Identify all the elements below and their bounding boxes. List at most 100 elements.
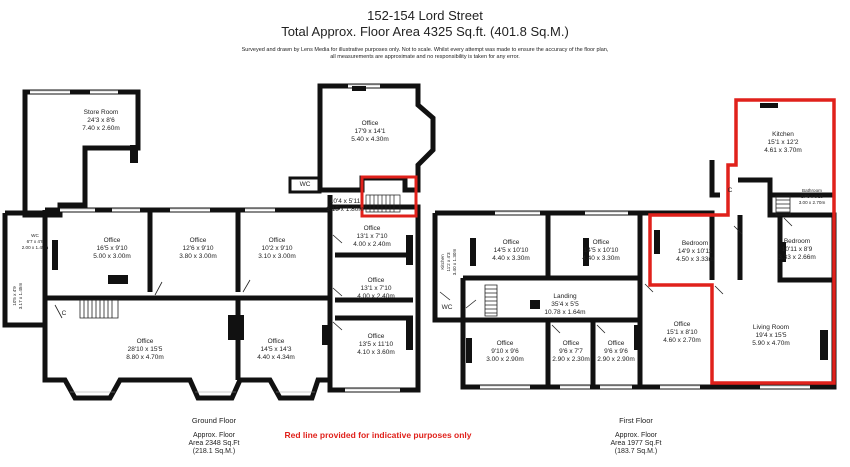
office-rear-metric: 5.40 x 4.30m [351, 136, 389, 143]
office-d-name: Office [364, 225, 381, 232]
red-outline-stairs [365, 194, 401, 213]
office-small-imperial: 10'4 x 5'11 [330, 198, 361, 205]
kitchen-side-imperial: 11'2 x 4'3 [446, 252, 451, 271]
wc-side-imperial: 6'7 x 4'9 [27, 239, 44, 244]
wc-side-metric: 2.00 x 1.45m [22, 245, 49, 250]
ground-cupboard-label: C [62, 310, 67, 317]
office-3-imperial: 15'1 x 8'10 [666, 329, 697, 336]
bedroom-2-name: Bedroom [784, 238, 810, 245]
kitchen-top-imperial: 15'1 x 12'2 [767, 139, 798, 146]
wc-side-name: WC [31, 233, 39, 238]
office-rear-imperial: 17'9 x 14'1 [354, 128, 385, 135]
office-1-metric: 4.40 x 3.30m [492, 255, 530, 262]
ground-floor-area-sqft: Area 2348 Sq.Ft [188, 440, 240, 447]
bathroom-imperial: 17'6 x 8'10 [801, 194, 823, 199]
office-c-imperial: 10'2 x 9'10 [261, 245, 292, 252]
landing-name: Landing [553, 293, 577, 300]
bathroom-metric: 3.00 x 2.70m [799, 200, 826, 205]
total-floor-area: Total Approx. Floor Area 4325 Sq.ft. (40… [281, 24, 569, 39]
bedroom-2-imperial: 10'11 x 8'9 [782, 246, 813, 253]
office-g-metric: 4.40 x 4.34m [257, 354, 295, 361]
store-room-imperial: 24'3 x 8'6 [87, 117, 115, 124]
bedroom-2-metric: 3.33 x 2.66m [778, 254, 816, 261]
landing-metric: 10.78 x 1.64m [544, 309, 585, 316]
office-g-name: Office [268, 338, 285, 345]
office-2-metric: 4.40 x 3.30m [582, 255, 620, 262]
office-2-name: Office [593, 239, 610, 246]
living-room-imperial: 19'4 x 15'5 [755, 332, 786, 339]
office-d-metric: 4.00 x 2.40m [353, 241, 391, 248]
first-floor-red-outline [648, 98, 836, 385]
first-wc-label: WC [442, 304, 453, 311]
bedroom-1-name: Bedroom [682, 240, 708, 247]
office-main-imperial: 28'10 x 15'5 [128, 346, 163, 353]
first-floor-area-title: Approx. Floor [614, 432, 658, 439]
office-f-metric: 4.10 x 3.60m [357, 349, 395, 356]
office-g-imperial: 14'5 x 14'3 [260, 346, 291, 353]
office-c-name: Office [269, 237, 286, 244]
office-5-name: Office [563, 340, 580, 347]
disclaimer-line-1: Surveyed and drawn by Lens Media for ill… [241, 47, 609, 53]
office-e-name: Office [368, 277, 385, 284]
office-3-metric: 4.60 x 2.70m [663, 337, 701, 344]
office-b-imperial: 12'6 x 9'10 [182, 245, 213, 252]
office-6-metric: 2.90 x 2.90m [597, 356, 635, 363]
office-4-name: Office [497, 340, 514, 347]
office-b-metric: 3.80 x 3.00m [179, 253, 217, 260]
disclaimer-line-2: all measurements are approximate and no … [330, 54, 520, 60]
ground-floor-area-sqm: (218.1 Sq.M.) [192, 448, 236, 455]
first-floor-details [439, 195, 836, 389]
first-floor-room-labels: Kitchen 15'1 x 12'2 4.61 x 3.70m C Bathr… [440, 131, 825, 363]
plan-title: 152-154 Lord Street [367, 8, 483, 23]
ground-floor-red-outline [360, 175, 418, 218]
ground-floor-label: Ground Floor [191, 416, 237, 425]
office-6-imperial: 9'6 x 9'6 [604, 348, 628, 355]
office-5-metric: 2.90 x 2.30m [552, 356, 590, 363]
office-small-metric: 3.15 x 1.80m [326, 206, 364, 213]
first-floor-chimneys [466, 103, 828, 363]
landing-imperial: 35'4 x 5'5 [551, 301, 579, 308]
office-5-imperial: 9'6 x 7'7 [559, 348, 583, 355]
office-4-imperial: 9'10 x 9'6 [491, 348, 519, 355]
office-e-imperial: 13'1 x 7'10 [360, 285, 391, 292]
office-main-metric: 8.80 x 4.70m [126, 354, 164, 361]
kitchen-top-name: Kitchen [772, 131, 794, 138]
office-f-imperial: 13'5 x 11'10 [359, 341, 394, 348]
office-main-name: Office [137, 338, 154, 345]
office-3-name: Office [674, 321, 691, 328]
bathroom-name: Bathroom [802, 188, 822, 193]
office-a-name: Office [104, 237, 121, 244]
bedroom-1-metric: 4.50 x 3.33m [676, 256, 714, 263]
living-room-name: Living Room [753, 324, 789, 331]
office-b-name: Office [190, 237, 207, 244]
hall-side-imperial: 10'5 x 4'9 [12, 286, 17, 306]
store-room-name: Store Room [84, 109, 119, 116]
ground-floor-chimneys [52, 86, 413, 350]
first-cupboard-label: C [728, 187, 733, 194]
office-f-name: Office [368, 333, 385, 340]
living-room-metric: 5.90 x 4.70m [752, 340, 790, 347]
office-c-metric: 3.10 x 3.00m [258, 253, 296, 260]
kitchen-top-metric: 4.61 x 3.70m [764, 147, 802, 154]
ground-floor-area-title: Approx. Floor [192, 432, 236, 439]
office-6-name: Office [608, 340, 625, 347]
first-floor-area-sqft: Area 1977 Sq.Ft [610, 440, 662, 447]
office-1-name: Office [503, 239, 520, 246]
office-rear-name: Office [362, 120, 379, 127]
office-1-imperial: 14'5 x 10'10 [494, 247, 529, 254]
first-floor-area-sqm: (183.7 Sq.M.) [614, 448, 658, 455]
ground-floor-room-labels: Store Room 24'3 x 8'6 7.40 x 2.60m Offic… [12, 109, 395, 361]
kitchen-side-name: Kitchen [440, 254, 445, 270]
store-room-metric: 7.40 x 2.60m [82, 125, 120, 132]
office-d-imperial: 13'1 x 7'10 [356, 233, 387, 240]
office-e-metric: 4.00 x 2.40m [357, 293, 395, 300]
first-floor-label: First Floor [619, 416, 653, 425]
kitchen-side-metric: 3.40 x 1.30m [452, 249, 457, 276]
hall-side-metric: 3.17 x 1.45m [18, 283, 23, 310]
wc-name: WC [300, 181, 311, 188]
red-line-note: Red line provided for indicative purpose… [284, 430, 472, 440]
office-a-metric: 5.00 x 3.00m [93, 253, 131, 260]
office-2-imperial: 14'5 x 10'10 [584, 247, 619, 254]
office-a-imperial: 16'5 x 9'10 [96, 245, 127, 252]
